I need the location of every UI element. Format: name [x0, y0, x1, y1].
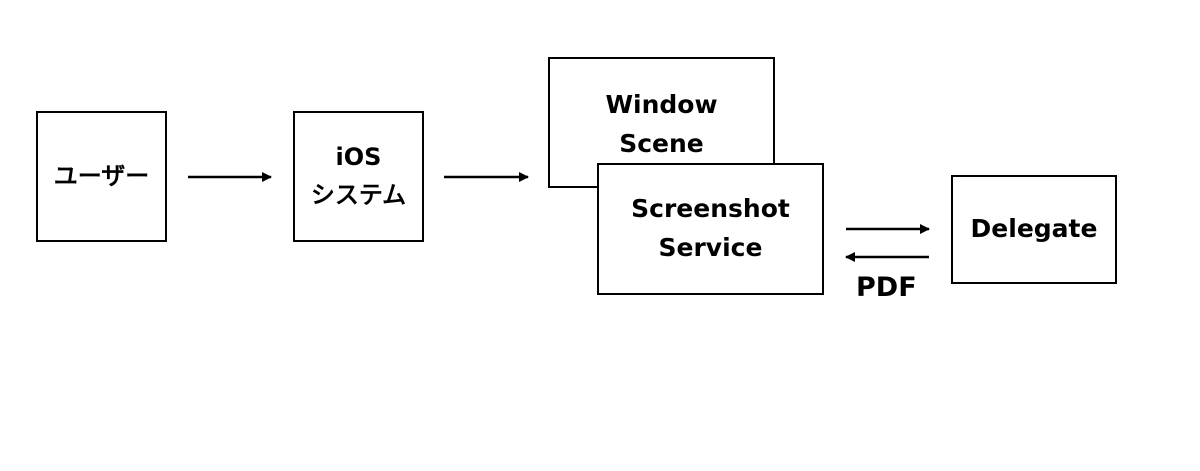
- node-window-scene-label: Window Scene: [605, 86, 717, 164]
- node-screenshot-service-line1: Screenshot: [631, 194, 790, 224]
- node-ios-system: iOS システム: [293, 111, 424, 242]
- node-user-label: ユーザー: [53, 161, 150, 190]
- node-window-scene-line2: Scene: [619, 128, 704, 158]
- node-ios-system-line1: iOS: [335, 143, 382, 172]
- node-user: ユーザー: [36, 111, 167, 242]
- node-ios-system-line2: システム: [310, 180, 407, 209]
- node-delegate: Delegate: [951, 175, 1117, 284]
- node-ios-system-label: iOS システム: [311, 139, 406, 213]
- node-delegate-label: Delegate: [970, 214, 1098, 244]
- node-screenshot-service-line2: Service: [658, 233, 763, 262]
- node-window-scene-line1: Window: [605, 90, 718, 119]
- edge-label-pdf: PDF: [856, 272, 917, 303]
- node-screenshot-service: Screenshot Service: [597, 163, 824, 295]
- node-screenshot-service-label: Screenshot Service: [631, 190, 790, 268]
